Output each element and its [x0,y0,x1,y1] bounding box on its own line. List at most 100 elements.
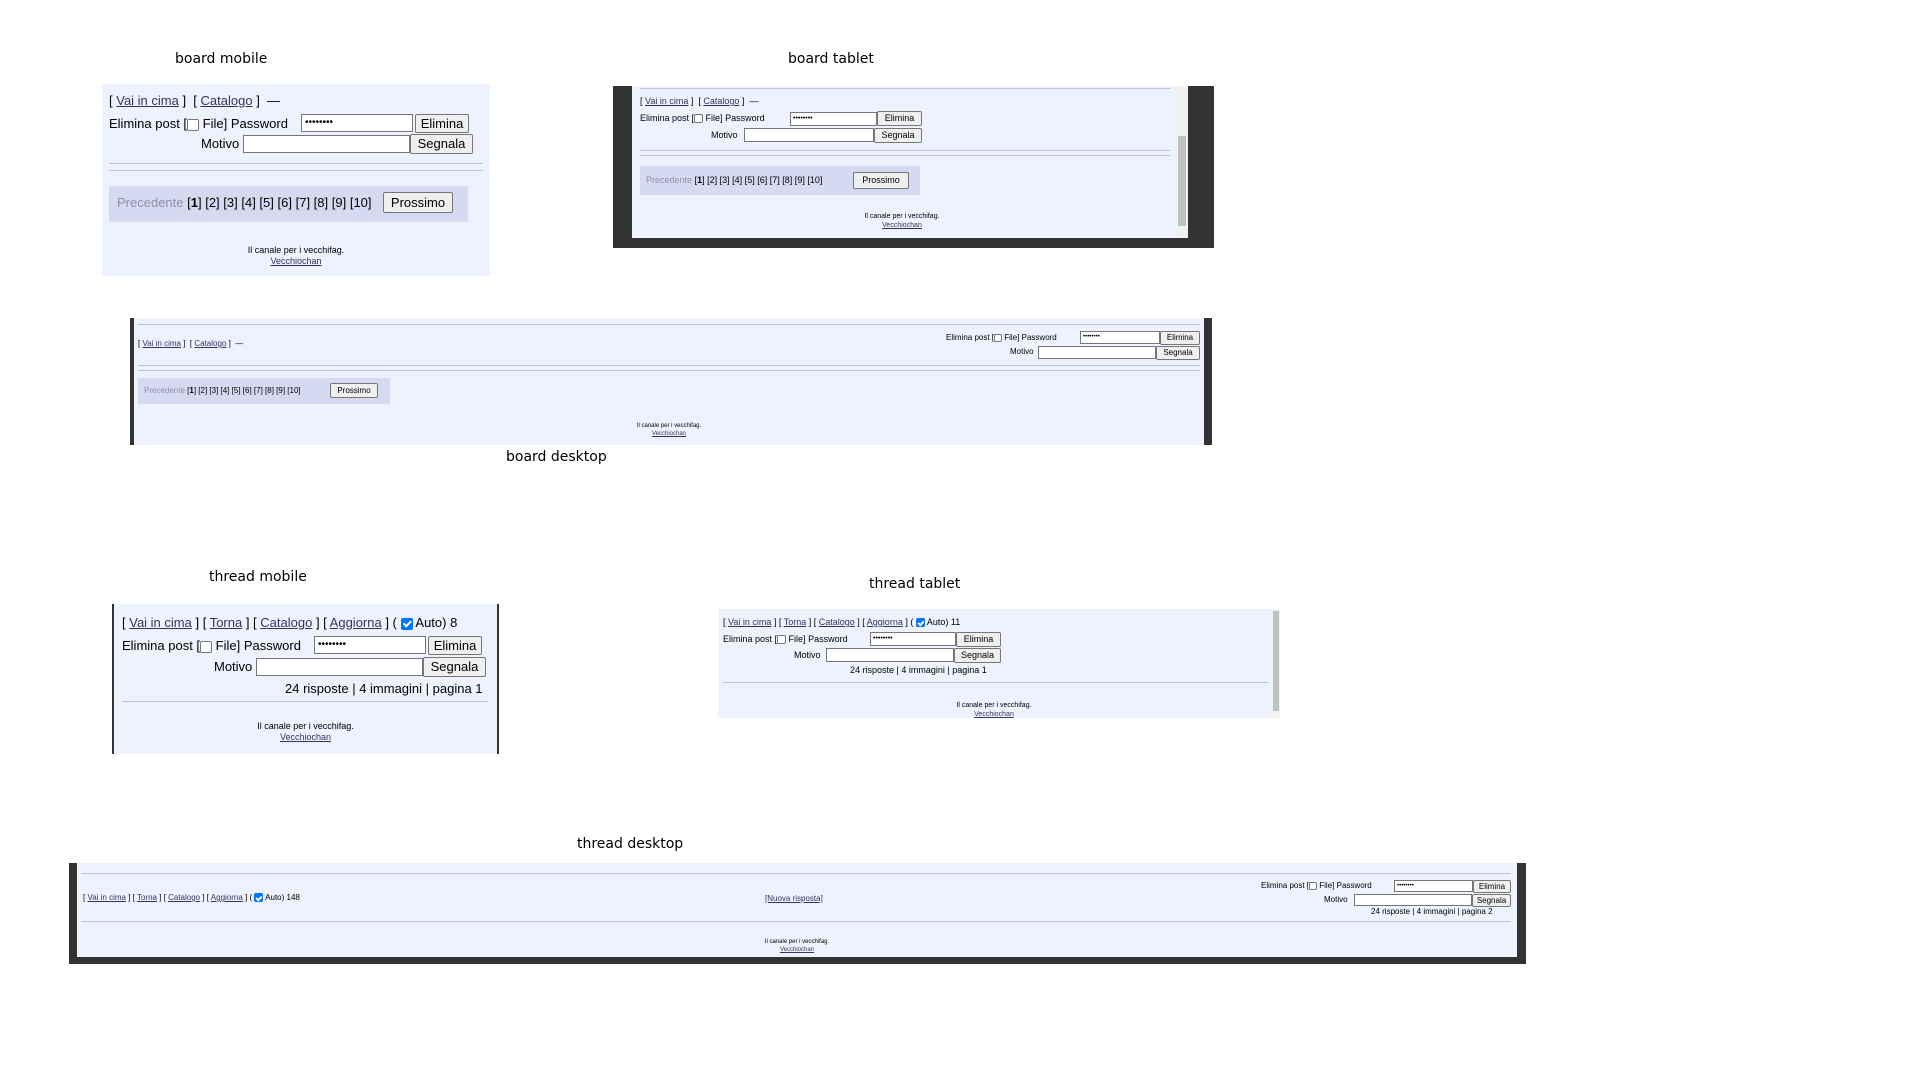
next-button[interactable]: Prossimo [330,383,378,398]
delete-button[interactable]: Elimina [877,111,922,126]
link-top[interactable]: Vai in cima [129,615,192,630]
link-catalog[interactable]: Catalogo [200,93,253,108]
divider [122,701,488,702]
report-button[interactable]: Segnala [423,657,486,677]
pagination: Precedente [1] [2] [3] [4] [5] [6] [7] [… [138,378,390,404]
link-top[interactable]: Vai in cima [645,96,689,106]
link-catalog[interactable]: Catalogo [194,339,227,348]
auto-refresh-checkbox[interactable] [400,617,413,630]
new-reply-anchor[interactable]: [Nuova risposta] [765,894,823,903]
report-button[interactable]: Segnala [874,128,922,143]
page-link[interactable]: 10 [289,386,299,395]
board-mobile-nav: [ Vai in cima ] [ Catalogo ] — [109,93,281,108]
reason-input[interactable] [243,135,410,153]
password-input[interactable]: •••••••• [1394,880,1473,892]
page-link[interactable]: 10 [353,195,368,210]
next-button[interactable]: Prossimo [853,172,909,189]
file-checkbox[interactable] [777,635,787,645]
page-link[interactable]: 6 [281,195,289,210]
page-link[interactable]: 9 [335,195,343,210]
page-link[interactable]: 2 [200,386,205,395]
page-link[interactable]: 3 [211,386,217,395]
footer-link[interactable]: Vecchiochan [270,256,322,266]
refresh-countdown: 8 [450,615,458,630]
report-button[interactable]: Segnala [410,134,473,154]
page-current: 1 [697,175,703,185]
reason-input[interactable] [256,658,423,676]
footer-link[interactable]: Vecchiochan [279,732,332,742]
footer-link[interactable]: Vecchiochan [651,431,687,437]
page-link[interactable]: 8 [784,175,790,185]
page-link[interactable]: 2 [208,195,217,210]
reason-input[interactable] [1038,346,1156,359]
reason-input[interactable] [744,128,874,142]
footer-link[interactable]: Vecchiochan [779,947,815,953]
page-link[interactable]: 7 [299,195,307,210]
link-refresh[interactable]: Aggiorna [866,617,903,627]
scrollbar-thumb[interactable] [1178,136,1186,226]
scrollbar[interactable] [1176,86,1188,238]
link-back[interactable]: Torna [209,615,243,630]
delete-button[interactable]: Elimina [428,636,482,655]
reason-input[interactable] [826,648,954,662]
link-refresh[interactable]: Aggiorna [329,615,382,630]
report-button[interactable]: Segnala [954,648,1001,663]
page-link[interactable]: 3 [226,195,235,210]
page-link[interactable]: 6 [759,175,765,185]
report-button[interactable]: Segnala [1156,346,1200,360]
link-top[interactable]: Vai in cima [728,617,772,627]
scrollbar[interactable] [1272,609,1280,718]
password-input[interactable]: •••••••• [790,112,877,126]
link-back[interactable]: Torna [136,893,157,902]
footer-link[interactable]: Vecchiochan [974,711,1014,718]
page-link[interactable]: 7 [256,386,261,395]
page-link[interactable]: 3 [722,175,728,185]
next-button[interactable]: Prossimo [383,192,453,213]
link-top[interactable]: Vai in cima [87,893,126,902]
file-checkbox[interactable] [694,114,704,124]
page-link[interactable]: 4 [222,386,228,395]
page-link[interactable]: 8 [267,386,272,395]
delete-button[interactable]: Elimina [415,114,469,133]
footer-tagline: Il canale per i vecchifag. [864,213,940,220]
link-catalog[interactable]: Catalogo [168,893,201,902]
password-input[interactable]: •••••••• [314,636,426,654]
link-catalog[interactable]: Catalogo [260,615,313,630]
reason-input[interactable] [1354,894,1472,906]
file-checkbox[interactable] [187,118,200,131]
link-refresh[interactable]: Aggiorna [210,893,243,902]
password-label: Password [725,113,765,123]
page-link[interactable]: 5 [747,175,753,185]
scrollbar-thumb[interactable] [1273,611,1279,711]
page-link[interactable]: 7 [772,175,778,185]
auto-refresh-checkbox[interactable] [915,618,925,628]
page-link[interactable]: 4 [734,175,740,185]
page-link[interactable]: 6 [245,386,250,395]
page-link[interactable]: 9 [797,175,803,185]
link-catalog[interactable]: Catalogo [703,96,740,106]
new-reply-link[interactable]: [Nuova risposta] [765,894,823,903]
delete-button[interactable]: Elimina [956,632,1001,647]
page-link[interactable]: 2 [709,175,715,185]
password-input[interactable]: •••••••• [301,114,413,132]
page-link[interactable]: 10 [809,175,820,185]
footer-link[interactable]: Vecchiochan [882,222,922,229]
auto-refresh-checkbox[interactable] [254,893,264,903]
page-link[interactable]: 8 [317,195,325,210]
report-button[interactable]: Segnala [1472,894,1511,907]
delete-button[interactable]: Elimina [1160,331,1200,345]
file-checkbox[interactable] [994,333,1003,342]
file-checkbox[interactable] [1309,881,1318,890]
link-back[interactable]: Torna [783,617,807,627]
password-input[interactable]: •••••••• [870,632,956,646]
file-checkbox[interactable] [200,640,213,653]
page-link[interactable]: 5 [263,195,271,210]
link-catalog[interactable]: Catalogo [818,617,855,627]
delete-button[interactable]: Elimina [1473,880,1511,893]
link-top[interactable]: Vai in cima [142,339,181,348]
page-link[interactable]: 9 [278,386,283,395]
link-top[interactable]: Vai in cima [116,93,179,108]
password-input[interactable]: •••••••• [1080,331,1160,344]
page-link[interactable]: 5 [233,386,239,395]
page-link[interactable]: 4 [244,195,253,210]
